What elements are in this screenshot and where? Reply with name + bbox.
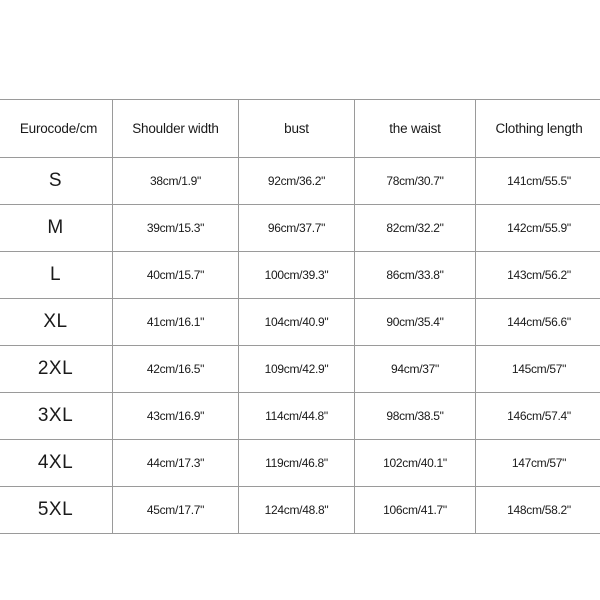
shoulder-width-cell: 43cm/16.9" xyxy=(112,392,239,440)
bust-cell: 96cm/37.7" xyxy=(238,204,355,252)
shoulder-width-cell: 44cm/17.3" xyxy=(112,439,239,487)
size-cell: XL xyxy=(0,298,113,346)
bust-cell: 124cm/48.8" xyxy=(238,486,355,534)
bust-cell: 92cm/36.2" xyxy=(238,157,355,205)
size-cell: S xyxy=(0,157,113,205)
shoulder-width-cell: 45cm/17.7" xyxy=(112,486,239,534)
clothing-length-cell: 141cm/55.5" xyxy=(475,157,600,205)
size-cell: 3XL xyxy=(0,392,113,440)
clothing-length-cell: 145cm/57" xyxy=(475,345,600,393)
waist-cell: 90cm/35.4" xyxy=(354,298,476,346)
bust-cell: 119cm/46.8" xyxy=(238,439,355,487)
shoulder-width-cell: 40cm/15.7" xyxy=(112,251,239,299)
waist-cell: 102cm/40.1" xyxy=(354,439,476,487)
size-cell: M xyxy=(0,204,113,252)
bust-cell: 114cm/44.8" xyxy=(238,392,355,440)
waist-cell: 86cm/33.8" xyxy=(354,251,476,299)
header-eurocode: Eurocode/cm xyxy=(0,99,113,158)
clothing-length-cell: 144cm/56.6" xyxy=(475,298,600,346)
size-cell: 5XL xyxy=(0,486,113,534)
size-cell: L xyxy=(0,251,113,299)
clothing-length-cell: 143cm/56.2" xyxy=(475,251,600,299)
waist-cell: 98cm/38.5" xyxy=(354,392,476,440)
shoulder-width-cell: 38cm/1.9" xyxy=(112,157,239,205)
header-shoulder-width: Shoulder width xyxy=(112,99,239,158)
shoulder-width-cell: 42cm/16.5" xyxy=(112,345,239,393)
clothing-length-cell: 148cm/58.2" xyxy=(475,486,600,534)
clothing-length-cell: 146cm/57.4" xyxy=(475,392,600,440)
clothing-length-cell: 142cm/55.9" xyxy=(475,204,600,252)
size-chart-table: Eurocode/cm Shoulder width bust the wais… xyxy=(0,99,600,534)
header-bust: bust xyxy=(238,99,355,158)
size-cell: 4XL xyxy=(0,439,113,487)
waist-cell: 94cm/37" xyxy=(354,345,476,393)
header-clothing-length: Clothing length xyxy=(475,99,600,158)
waist-cell: 82cm/32.2" xyxy=(354,204,476,252)
size-cell: 2XL xyxy=(0,345,113,393)
waist-cell: 106cm/41.7" xyxy=(354,486,476,534)
bust-cell: 104cm/40.9" xyxy=(238,298,355,346)
waist-cell: 78cm/30.7" xyxy=(354,157,476,205)
bust-cell: 109cm/42.9" xyxy=(238,345,355,393)
shoulder-width-cell: 39cm/15.3" xyxy=(112,204,239,252)
shoulder-width-cell: 41cm/16.1" xyxy=(112,298,239,346)
table-header-row: Eurocode/cm Shoulder width bust the wais… xyxy=(0,99,600,158)
header-waist: the waist xyxy=(354,99,476,158)
clothing-length-cell: 147cm/57" xyxy=(475,439,600,487)
bust-cell: 100cm/39.3" xyxy=(238,251,355,299)
